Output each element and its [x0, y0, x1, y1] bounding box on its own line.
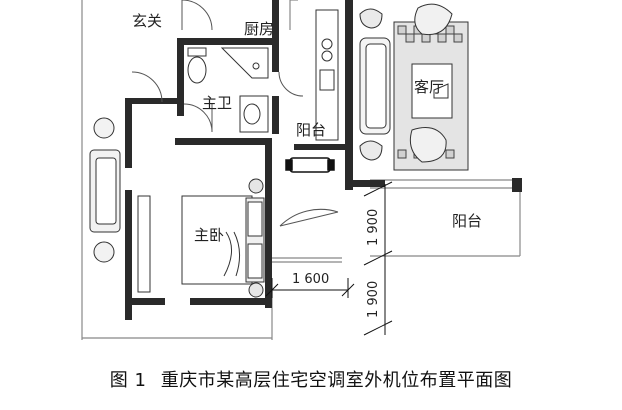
- dimension-lines: [265, 181, 393, 336]
- room-label-living-room: 客厅: [414, 78, 444, 96]
- figure-title: 重庆市某高层住宅空调室外机位布置平面图: [160, 370, 513, 391]
- dimension-label-horizontal: 1 600: [292, 272, 329, 287]
- room-label-entrance: 玄关: [132, 12, 162, 30]
- bathroom-fixtures: [187, 47, 269, 133]
- room-label-balcony-large: 阳台: [452, 212, 482, 230]
- structural-walls: [125, 0, 522, 320]
- floor-plan: 玄关 厨房 主卫 客厅 阳台 阳台 主卧 1 900 1 900 1 600: [81, 0, 522, 340]
- dimension-label-vertical-upper: 1 900: [366, 209, 381, 246]
- room-label-master-bedroom: 主卧: [194, 226, 224, 244]
- room-label-kitchen: 厨房: [244, 20, 274, 38]
- room-label-master-bath: 主卫: [202, 94, 232, 112]
- kitchen-counter: [315, 9, 339, 141]
- side-sofa: [89, 117, 121, 263]
- room-label-balcony-small: 阳台: [296, 121, 326, 139]
- dimension-label-vertical-lower: 1 900: [366, 281, 381, 318]
- figure-caption: 图 1 重庆市某高层住宅空调室外机位布置平面图: [0, 366, 622, 392]
- bed: [137, 178, 265, 298]
- door-swings: [131, 0, 339, 227]
- ac-outdoor-unit: [285, 157, 335, 173]
- figure-number: 图 1: [109, 370, 147, 391]
- living-room-furniture: [359, 3, 469, 171]
